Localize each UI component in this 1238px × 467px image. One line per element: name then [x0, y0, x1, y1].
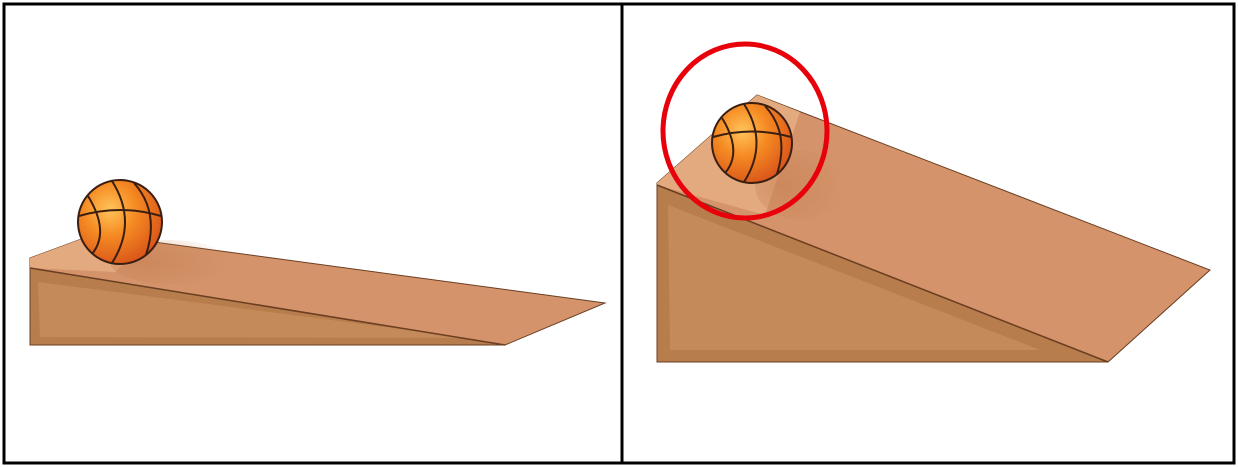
right-basketball	[712, 103, 792, 183]
left-basketball	[78, 180, 162, 264]
